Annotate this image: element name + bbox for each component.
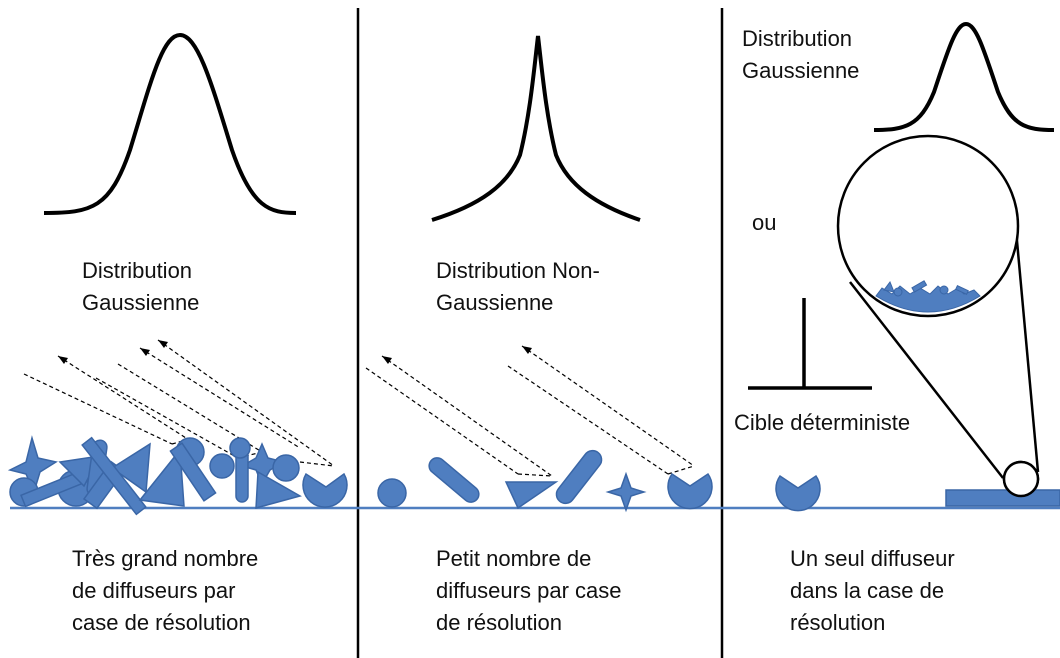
distribution-label: Distribution Non- Gaussienne: [436, 258, 606, 315]
fan-scatterer: [255, 470, 302, 509]
pacman-scatterer: [667, 472, 713, 510]
panel-many-scatterers: Distribution Gaussienne: [7, 32, 348, 635]
caption: Petit nombre de diffuseurs par case de r…: [436, 546, 628, 635]
magnifier: [836, 134, 1040, 498]
non-gaussian-curve: [431, 35, 641, 222]
ray-arrowheads: [382, 346, 532, 364]
ground-plate: [945, 489, 1060, 507]
capsule-scatterer: [555, 449, 603, 505]
disc-scatterer: [377, 478, 407, 508]
ray-arrowheads: [58, 340, 168, 364]
triangle-scatterer: [110, 442, 151, 494]
capsule-scatterer: [428, 457, 480, 503]
disc-scatterer: [229, 437, 251, 459]
scatter-rays: [365, 345, 695, 477]
distribution-label: Distribution Gaussienne: [82, 258, 199, 315]
pacman-scatterer: [775, 474, 821, 512]
star-scatterer: [605, 471, 647, 513]
panel-single-scatterer: Distribution Gaussienne ou Cible détermi…: [734, 21, 1060, 635]
triangle-scatterer: [138, 448, 185, 507]
or-label: ou: [752, 210, 776, 235]
scatter-rays: [23, 339, 335, 467]
panel-few-scatterers: Distribution Non- Gaussienne Petit nombr…: [365, 35, 713, 635]
gaussian-curve: [873, 21, 1055, 132]
gaussian-curve: [43, 32, 297, 215]
scatterer-set: [377, 449, 713, 513]
small-zoom-circle-outline: [1002, 460, 1040, 498]
disc-scatterer: [209, 453, 235, 479]
bar-scatterer: [169, 442, 217, 502]
zoomed-scatterer-cluster: [875, 280, 981, 313]
scatterer-cluster: [7, 435, 348, 516]
pacman-scatterer: [302, 472, 348, 508]
deterministic-target-symbol: [748, 298, 872, 390]
target-label: Cible déterministe: [734, 410, 910, 435]
distribution-label: Distribution Gaussienne: [742, 26, 859, 83]
zoom-circle: [836, 134, 1020, 318]
fan-scatterer: [504, 481, 559, 510]
bar-scatterer: [81, 436, 147, 516]
disc-scatterer: [272, 454, 300, 482]
caption: Un seul diffuseur dans la case de résolu…: [790, 546, 961, 635]
caption: Très grand nombre de diffuseurs par case…: [72, 546, 264, 635]
